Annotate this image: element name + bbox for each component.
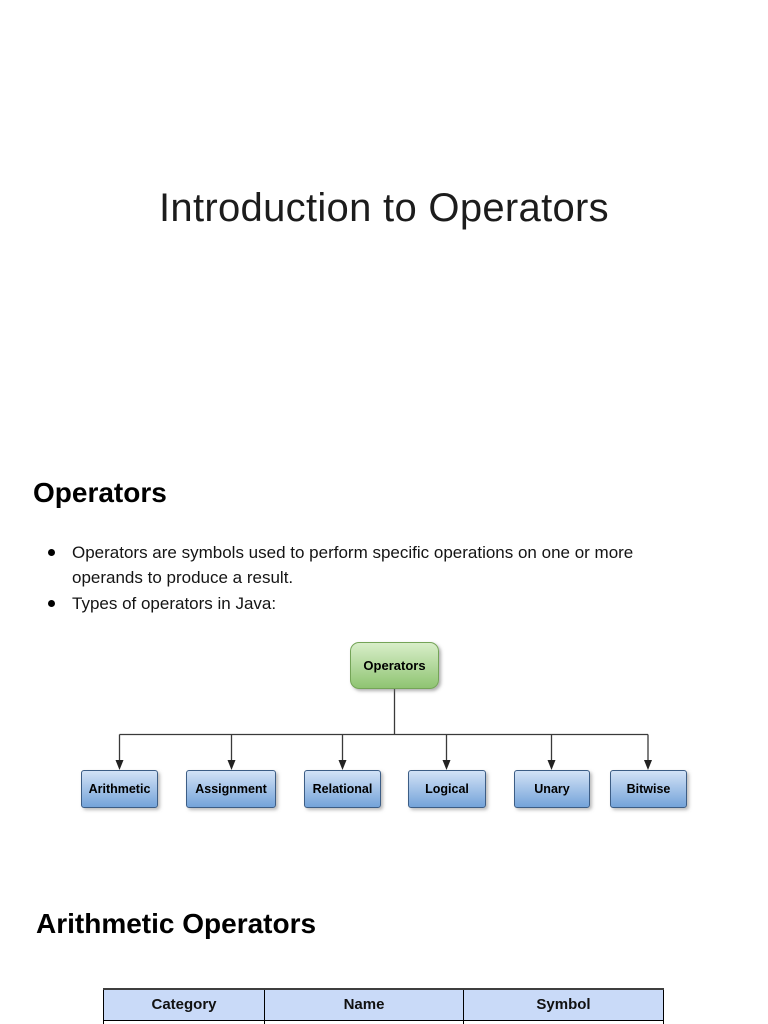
section-heading-operators: Operators — [33, 477, 167, 508]
diagram-box-label: Relational — [312, 782, 373, 796]
diagram-box-logical: Logical — [408, 770, 486, 808]
operators-bullet-list: Operators are symbols used to perform sp… — [47, 540, 687, 617]
list-item: Types of operators in Java: — [47, 591, 687, 616]
bullet-text: Types of operators in Java: — [72, 594, 277, 613]
diagram-box-bitwise: Bitwise — [610, 770, 687, 808]
table-cell — [264, 1019, 464, 1024]
section-heading-arithmetic: Arithmetic Operators — [36, 908, 317, 939]
bullet-dot-icon — [48, 549, 55, 556]
diagram-box-unary: Unary — [514, 770, 590, 808]
table-header-row: Category Name Symbol — [103, 988, 664, 1021]
bullet-text: Operators are symbols used to perform sp… — [72, 543, 634, 587]
arrowhead-icons — [115, 760, 652, 770]
operators-diagram: Operators Arithmetic Assignment Relation… — [0, 630, 768, 820]
table-header-name: Name — [264, 988, 464, 1021]
diagram-box-assignment: Assignment — [186, 770, 276, 808]
table-row — [103, 1019, 664, 1024]
table-header-category: Category — [103, 988, 265, 1021]
diagram-box-label: Bitwise — [626, 782, 671, 796]
table-cell — [463, 1019, 664, 1024]
diagram-box-label: Arithmetic — [88, 782, 151, 796]
diagram-box-label: Assignment — [195, 782, 267, 796]
diagram-box-label: Logical — [425, 782, 469, 796]
diagram-box-relational: Relational — [304, 770, 381, 808]
diagram-box-label: Unary — [534, 782, 570, 796]
table-cell — [103, 1019, 265, 1024]
table-header-symbol: Symbol — [463, 988, 664, 1021]
diagram-root-box: Operators — [350, 642, 439, 689]
operators-table: Category Name Symbol — [103, 988, 664, 1024]
list-item: Operators are symbols used to perform sp… — [47, 540, 687, 590]
document-title: Introduction to Operators — [159, 186, 609, 230]
diagram-box-arithmetic: Arithmetic — [81, 770, 158, 808]
bullet-dot-icon — [48, 600, 55, 607]
diagram-root-label: Operators — [363, 658, 426, 673]
diagram-connectors — [115, 689, 652, 770]
